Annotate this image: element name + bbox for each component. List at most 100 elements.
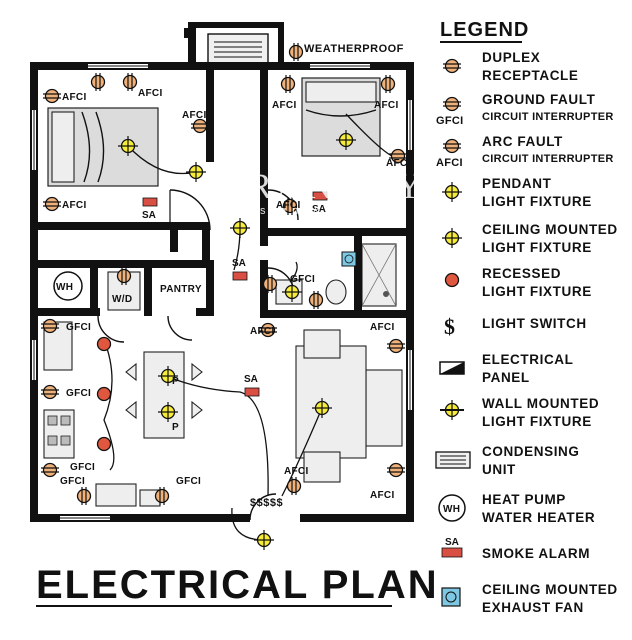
legend-condensing-unit-icon — [435, 451, 471, 469]
label-afci-living-3: AFCI — [370, 490, 395, 501]
legend-item-6-line-1: RECESSED — [482, 266, 561, 281]
electrical-panel — [184, 28, 196, 38]
smoke-alarm-living — [244, 387, 260, 397]
legend-item-1-line-2: RECEPTACLE — [482, 68, 579, 83]
legend-afci-receptacle-icon — [442, 138, 462, 154]
ceiling-light-hall — [229, 217, 251, 239]
afci-receptacle-bed2-right — [380, 74, 396, 94]
plan-labels: WEATHERPROOF AFCI AFCI AFCI AFCI AFCI AF… — [56, 43, 411, 509]
label-afci-bed1-top: AFCI — [138, 88, 163, 99]
receptacle-bath — [308, 290, 324, 310]
gfci-receptacle-sink — [76, 486, 92, 506]
legend-light-switch-icon: $ — [444, 314, 455, 339]
water-heater — [53, 271, 83, 301]
legend-smoke-alarm-icon: SA — [441, 537, 463, 558]
condensing-unit — [207, 33, 269, 67]
legend-gfci-tag: GFCI — [436, 115, 463, 127]
legend-electrical-panel-icon — [439, 361, 465, 375]
legend-item-1-line-1: DUPLEX — [482, 50, 540, 65]
afci-receptacle-bed1-top2 — [122, 72, 138, 92]
label-afci-living-1: AFCI — [250, 326, 275, 337]
legend-item-5-line-2: LIGHT FIXTURE — [482, 240, 592, 255]
walls — [30, 22, 414, 522]
floor-plan: WEATHERPROOF AFCI AFCI AFCI AFCI AFCI AF… — [30, 22, 439, 607]
armchair-bottom — [303, 451, 341, 483]
legend-recessed-light-icon — [444, 272, 460, 288]
light-switch-bank: $$$$$ — [250, 497, 283, 509]
label-afci-living-2: AFCI — [370, 322, 395, 333]
watermark-tagline: Design & Build — [234, 205, 390, 217]
afci-receptacle-bed2-left — [280, 74, 296, 94]
legend-item-8-line-2: PANEL — [482, 370, 530, 385]
label-gfci-sink: GFCI — [60, 476, 85, 487]
label-afci-living-4: AFCI — [284, 466, 309, 477]
legend-item-13-line-1: CEILING MOUNTED — [482, 582, 618, 597]
legend-water-heater-icon: WH — [438, 494, 466, 522]
pillows-bedroom-2 — [305, 81, 377, 103]
label-gfci-kitchen-1: GFCI — [66, 322, 91, 333]
afci-receptacle-living-3 — [386, 462, 406, 478]
legend-item-8-line-1: ELECTRICAL — [482, 352, 574, 367]
legend-item-5-line-1: CEILING MOUNTED — [482, 222, 618, 237]
afci-receptacle-bed1-bottom — [42, 196, 62, 212]
label-gfci-kitchen-3: GFCI — [70, 462, 95, 473]
label-pendant-2: P — [172, 422, 179, 433]
pillows-bedroom-1 — [51, 111, 75, 183]
label-afci-bed1-bottom: AFCI — [62, 200, 87, 211]
label-afci-bed2-bottom: AFCI — [276, 200, 301, 211]
legend-item-9-line-2: LIGHT FIXTURE — [482, 414, 592, 429]
exhaust-fan-bath — [341, 251, 357, 267]
plan-title: ELECTRICAL PLAN — [36, 563, 439, 607]
weatherproof-receptacle — [288, 42, 304, 62]
label-gfci-bath: GFCI — [290, 274, 315, 285]
legend-sa-text: SA — [445, 537, 459, 548]
label-afci-bed1-right: AFCI — [182, 110, 207, 121]
gfci-receptacle-kitchen-2 — [40, 384, 60, 400]
legend-item-10-line-2: UNIT — [482, 462, 516, 477]
legend-item-7-line-1: LIGHT SWITCH — [482, 316, 587, 331]
label-pendant-1: P — [172, 376, 179, 387]
legend-pendant-light-icon — [441, 181, 463, 203]
label-sa-living: SA — [244, 374, 258, 385]
label-gfci-counter: GFCI — [176, 476, 201, 487]
legend-duplex-receptacle-icon — [442, 58, 462, 74]
legend-item-11-line-2: WATER HEATER — [482, 510, 595, 525]
watermark: TRANQUY Design & Build — [222, 166, 426, 217]
legend-item-11-line-1: HEAT PUMP — [482, 492, 566, 507]
label-sa-hall: SA — [232, 258, 246, 269]
wall-light-hall-1 — [185, 161, 207, 183]
smoke-alarm-bed1 — [142, 197, 158, 207]
legend-item-12-line-1: SMOKE ALARM — [482, 546, 590, 561]
label-weatherproof: WEATHERPROOF — [304, 43, 404, 55]
legend-item-2-line-2: CIRCUIT INTERRUPTER — [482, 111, 614, 123]
watermark-name: TRANQUY — [222, 166, 426, 206]
legend: LEGEND $ WH SA — [435, 19, 618, 615]
armchair-top — [303, 329, 341, 359]
label-afci-bed2-left: AFCI — [272, 100, 297, 111]
label-afci-bed2-side: AFCI — [386, 158, 411, 169]
legend-item-3-line-2: CIRCUIT INTERRUPTER — [482, 153, 614, 165]
label-wh: WH — [56, 282, 73, 293]
dining-table — [143, 351, 185, 439]
legend-afci-tag: AFCI — [436, 157, 463, 169]
sink — [95, 483, 137, 507]
legend-item-2-line-1: GROUND FAULT — [482, 92, 596, 107]
wall-light-entry — [253, 529, 275, 551]
legend-item-3-line-1: ARC FAULT — [482, 134, 563, 149]
toilet — [325, 279, 347, 305]
smoke-alarm-hall — [232, 271, 248, 281]
legend-wh-text: WH — [443, 504, 460, 515]
legend-item-6-line-2: LIGHT FIXTURE — [482, 284, 592, 299]
afci-receptacle-living-2 — [386, 338, 406, 354]
afci-receptacle-bed1-top — [90, 72, 106, 92]
label-sa-bed2: SA — [312, 204, 326, 215]
gfci-receptacle-kitchen-3 — [40, 462, 60, 478]
legend-gfci-receptacle-icon — [442, 96, 462, 112]
legend-item-4-line-2: LIGHT FIXTURE — [482, 194, 592, 209]
legend-ceiling-light-icon — [441, 227, 463, 249]
legend-item-10-line-1: CONDENSING — [482, 444, 580, 459]
rug — [295, 345, 367, 459]
label-wd: W/D — [112, 294, 132, 305]
legend-item-4-line-1: PENDANT — [482, 176, 552, 191]
afci-receptacle-bed1-left — [42, 88, 62, 104]
